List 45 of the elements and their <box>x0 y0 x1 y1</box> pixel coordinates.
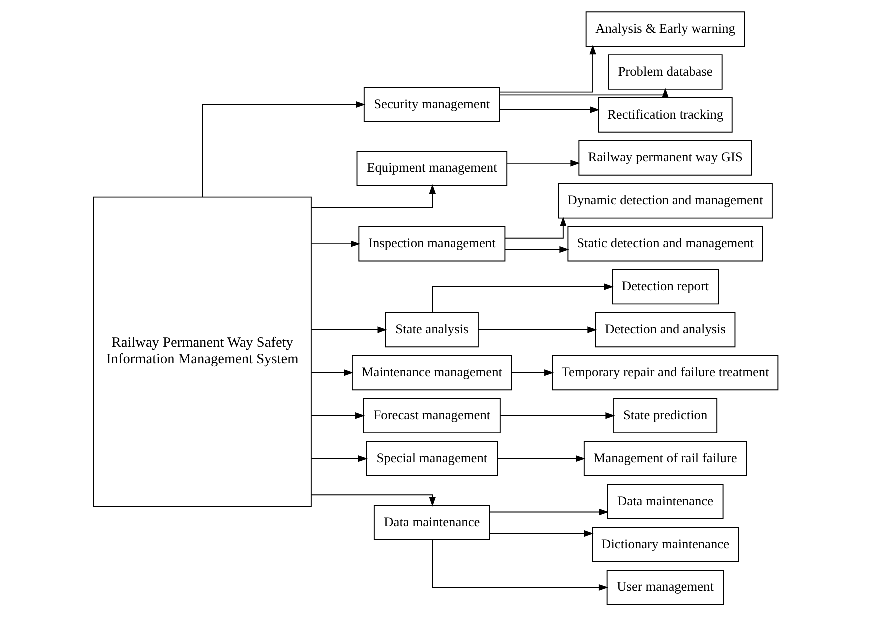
node-box: Temporary repair and failure treatment <box>552 355 779 391</box>
node-box: Security management <box>364 87 500 122</box>
node-box: Data maintenance <box>374 505 490 540</box>
arrow <box>311 184 436 208</box>
arrow <box>504 246 570 254</box>
arrow <box>506 160 580 167</box>
arrow <box>500 106 600 114</box>
node-box: State analysis <box>385 312 479 348</box>
arrow <box>311 370 354 376</box>
node-box: Railway Permanent Way Safety Information Management System <box>93 196 312 508</box>
arrow <box>497 455 586 462</box>
node-box: Equipment management <box>356 151 508 186</box>
node-box: User management <box>606 570 724 606</box>
arrow <box>500 88 669 98</box>
arrow <box>478 326 598 334</box>
arrow <box>311 455 368 462</box>
node-box: Maintenance management <box>352 355 512 391</box>
node-box: Problem database <box>608 54 723 90</box>
node-box: Detection and analysis <box>595 312 736 348</box>
arrow <box>432 540 609 592</box>
arrow <box>311 240 361 248</box>
node-box: Analysis & Early warning <box>586 12 746 47</box>
arrow <box>432 284 614 314</box>
node-box: State prediction <box>614 398 718 434</box>
node-box: Data maintenance <box>607 484 724 520</box>
arrow <box>311 412 366 420</box>
node-box: Static detection and management <box>568 226 764 262</box>
arrow <box>311 494 436 507</box>
node-box: Dynamic detection and management <box>558 183 773 219</box>
arrow <box>202 101 366 198</box>
arrow <box>512 370 554 376</box>
node-box: Special management <box>366 441 498 476</box>
node-box: Detection report <box>612 269 719 305</box>
arrow <box>490 508 609 516</box>
node-box: Dictionary maintenance <box>592 527 740 562</box>
arrow <box>505 216 567 239</box>
node-box: Inspection management <box>358 226 506 262</box>
node-box: Rectification tracking <box>598 98 733 133</box>
node-box: Forecast management <box>363 398 501 434</box>
arrow <box>500 412 616 420</box>
node-box: Railway permanent way GIS <box>578 140 752 176</box>
node-box: Management of rail failure <box>584 441 748 476</box>
arrow <box>311 326 388 334</box>
arrow <box>500 45 596 93</box>
arrow <box>490 530 594 538</box>
